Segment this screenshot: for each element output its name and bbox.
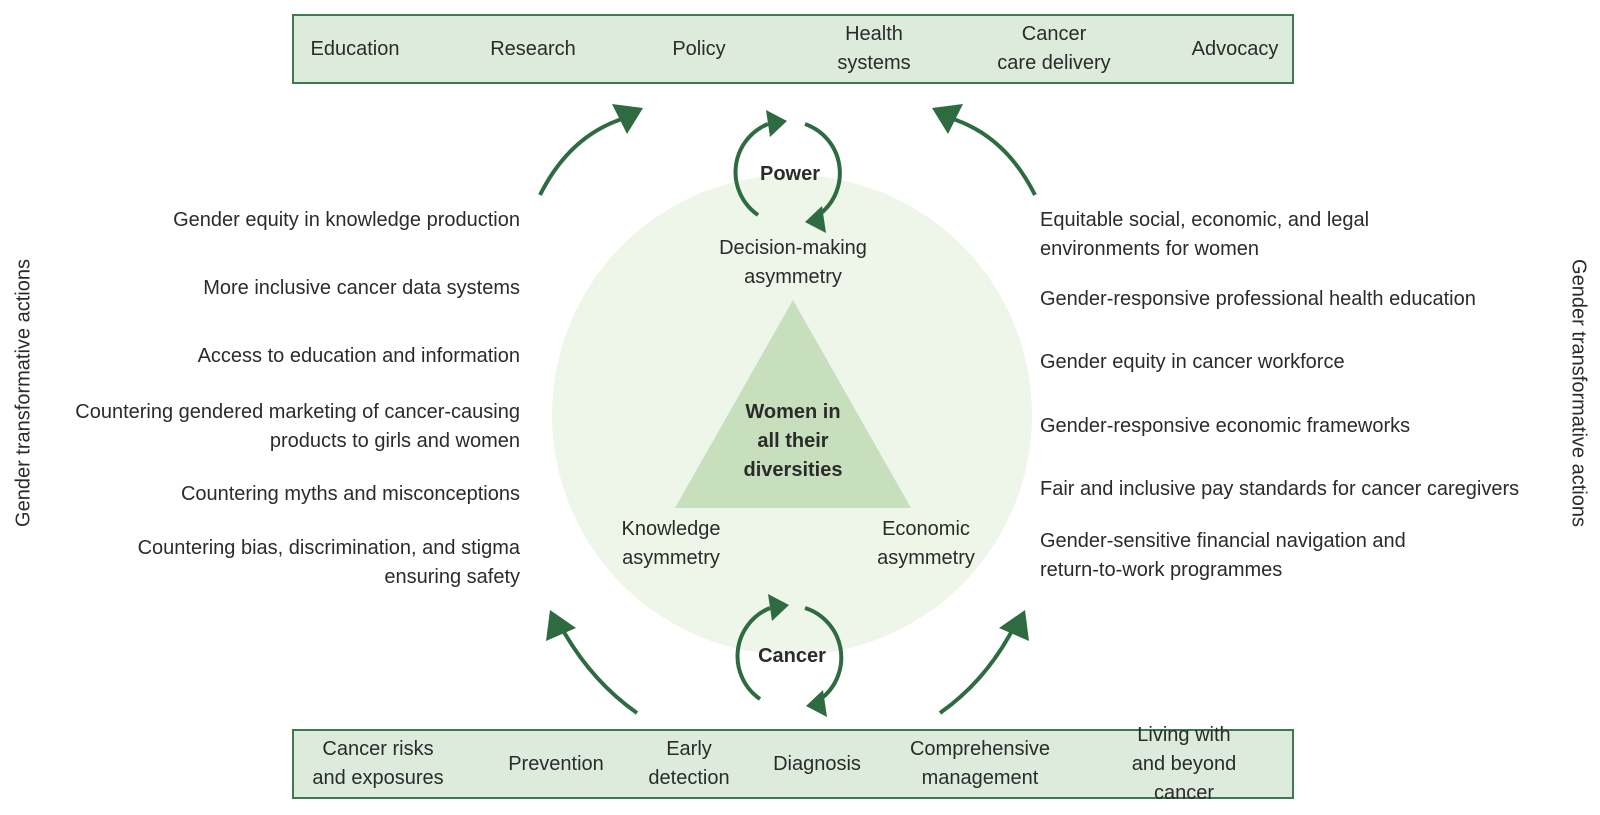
right-action-5: Fair and inclusive pay standards for can… [1040, 478, 1520, 500]
side-label-left: Gender transformative actions [12, 259, 35, 527]
knowledge-asymmetry-label: Knowledge asymmetry [621, 518, 721, 569]
arrow-bottom-left [558, 624, 639, 715]
bottom-item-cancer-risks: Cancer risks and exposures [312, 738, 444, 789]
top-item-cancer-care-delivery: Cancer care delivery [997, 23, 1111, 74]
right-action-6: Gender-sensitive financial navigation an… [1040, 530, 1406, 581]
left-action-4: Countering gendered marketing of cancer-… [75, 401, 520, 452]
arrow-bottom-right [938, 624, 1017, 715]
left-action-3: Access to education and information [197, 345, 520, 367]
top-item-research: Research [490, 37, 576, 60]
arrowhead-bottom-right [999, 610, 1029, 641]
bottom-item-comprehensive-management: Comprehensive management [909, 738, 1051, 789]
left-action-5: Countering myths and misconceptions [180, 483, 520, 505]
top-item-advocacy: Advocacy [1191, 37, 1279, 60]
triangle-label: Women in all their diversities [743, 401, 843, 481]
left-action-2: More inclusive cancer data systems [203, 277, 520, 299]
right-action-4: Gender-responsive economic frameworks [1040, 415, 1411, 437]
cancer-cycle-right-arc [804, 606, 844, 700]
cancer-cycle-arrowhead-bottom [806, 690, 827, 717]
bottom-item-early-detection: Early detection [648, 738, 730, 789]
top-item-policy: Policy [672, 37, 726, 60]
power-cycle-right-arc [804, 122, 842, 216]
arrowhead-top-left [612, 104, 643, 134]
arrowhead-bottom-left [546, 610, 576, 641]
arrow-top-left [538, 116, 626, 196]
left-action-1: Gender equity in knowledge production [173, 209, 520, 231]
power-cycle-left-arc [733, 122, 769, 217]
cancer-cycle-arrowhead-top [768, 594, 789, 621]
power-cycle-arrowhead-bottom [805, 206, 826, 233]
cancer-label: Cancer [758, 645, 826, 667]
central-triangle [675, 300, 911, 508]
top-item-health-systems: Health systems [837, 23, 911, 74]
arrowhead-top-right [932, 104, 963, 134]
top-item-education: Education [310, 37, 400, 60]
bottom-item-prevention: Prevention [508, 752, 604, 775]
decision-making-label: Decision-making asymmetry [719, 237, 867, 288]
right-action-1: Equitable social, economic, and legal en… [1040, 209, 1370, 260]
power-label: Power [759, 163, 821, 185]
bottom-item-living-with-cancer: Living with and beyond cancer [1131, 723, 1237, 804]
bottom-item-diagnosis: Diagnosis [773, 752, 861, 775]
top-domains-box: Education Research Policy Health systems… [292, 14, 1294, 84]
bottom-continuum-box: Cancer risks and exposures Prevention Ea… [292, 723, 1294, 804]
economic-asymmetry-label: Economic asymmetry [877, 518, 975, 569]
side-label-right: Gender transformative actions [1567, 259, 1590, 527]
right-action-2: Gender-responsive professional health ed… [1040, 288, 1476, 310]
right-action-3: Gender equity in cancer workforce [1040, 351, 1345, 373]
cancer-cycle-left-arc [735, 606, 771, 701]
arrow-top-right [949, 116, 1037, 196]
power-cycle-arrowhead-top [766, 110, 787, 137]
left-action-6: Countering bias, discrimination, and sti… [137, 537, 520, 588]
